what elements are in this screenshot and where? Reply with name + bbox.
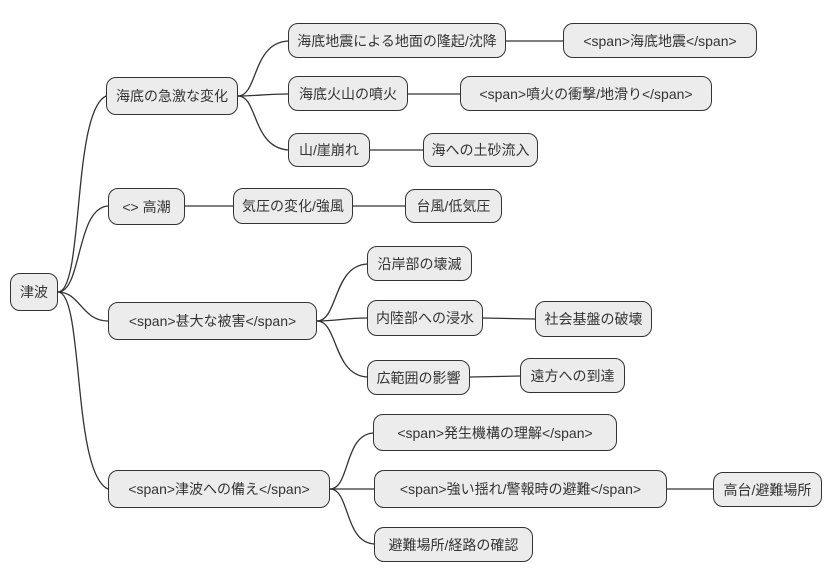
node-span-eruption-impact-landslide: <span>噴火の衝撃/地滑り</span> <box>460 76 712 111</box>
node-distant-arrival: 遠方への到達 <box>520 358 625 393</box>
node-span-severe-damage: <span>甚大な被害</span> <box>108 302 317 340</box>
node-infrastructure-destruction: 社会基盤の破壊 <box>535 301 652 337</box>
edge-seabed-to-cliff-collapse <box>237 95 289 151</box>
edge-root-to-seabed-change <box>57 95 107 293</box>
edge-root-to-severe-damage <box>57 291 109 322</box>
edge-inland-to-infrastructure <box>482 317 536 320</box>
edge-seabed-to-quake-uplift <box>237 40 289 97</box>
node-sediment-inflow-to-sea: 海への土砂流入 <box>423 133 538 167</box>
node-span-mechanism-understanding: <span>発生機構の理解</span> <box>373 414 617 451</box>
node-coastal-destruction: 沿岸部の壊滅 <box>367 246 472 281</box>
node-undersea-volcano-eruption: 海底火山の噴火 <box>288 76 408 111</box>
edge-damage-to-coastal <box>316 263 368 322</box>
node-seabed-sudden-change: 海底の急激な変化 <box>106 77 238 115</box>
edge-damage-to-inland <box>316 317 368 322</box>
node-inland-flooding: 内陸部への浸水 <box>367 300 483 336</box>
node-evacuation-route-check: 避難場所/経路の確認 <box>374 527 533 562</box>
node-quake-uplift-subsidence: 海底地震による地面の隆起/沈降 <box>288 23 506 58</box>
edge-preparedness-to-route-check <box>329 488 375 545</box>
node-mountain-cliff-collapse: 山/崖崩れ <box>288 133 370 167</box>
edge-root-to-preparedness <box>57 291 109 490</box>
node-storm-surge: <> 高潮 <box>108 188 185 225</box>
node-span-tsunami-preparedness: <span>津波への備え</span> <box>108 470 330 508</box>
node-wide-area-impact: 広範囲の影響 <box>367 360 470 395</box>
edge-wide-area-to-distant <box>469 375 521 378</box>
edge-damage-to-wide-area <box>316 320 368 378</box>
edge-root-to-storm-surge <box>57 205 109 293</box>
edge-seabed-to-volcano <box>237 93 289 97</box>
node-tsunami-root: 津波 <box>10 273 58 311</box>
node-pressure-change-strong-wind: 気圧の変化/強風 <box>233 188 353 224</box>
node-span-evacuation-on-shaking-warning: <span>強い揺れ/警報時の避難</span> <box>374 470 667 508</box>
edge-preparedness-to-mechanism <box>329 432 374 490</box>
node-span-undersea-earthquake: <span>海底地震</span> <box>563 23 757 58</box>
node-high-ground-evacuation-site: 高台/避難場所 <box>713 472 822 507</box>
node-typhoon-low-pressure: 台風/低気圧 <box>405 189 502 223</box>
